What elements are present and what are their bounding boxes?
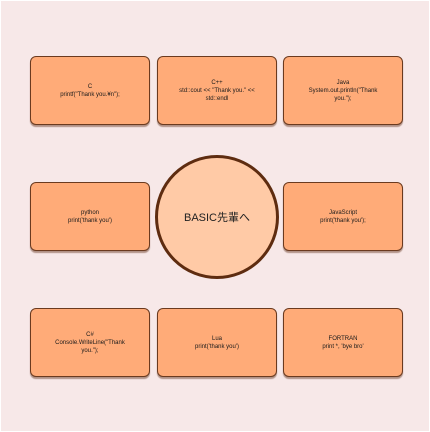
- card-java: Java System.out.println("Thank you.");: [283, 56, 403, 125]
- card-code: print *, 'bye bro': [322, 343, 364, 350]
- card-csharp: C# Console.WriteLine("Thank you.");: [30, 308, 150, 377]
- card-python: python print('thank you'): [30, 182, 150, 251]
- card-c: C printf("Thank you.¥n");: [30, 56, 150, 125]
- card-code: std::cout << "Thank you." << std::endl: [179, 87, 255, 102]
- card-language: C#: [86, 331, 94, 338]
- card-code: printf("Thank you.¥n");: [60, 91, 120, 98]
- card-language: FORTRAN: [328, 335, 358, 342]
- card-language: C++: [211, 79, 223, 86]
- card-javascript: JavaScript print('thank you');: [283, 182, 403, 251]
- card-fortran: FORTRAN print *, 'bye bro': [283, 308, 403, 377]
- card-code: print('thank you'): [68, 217, 112, 224]
- card-language: Java: [336, 79, 350, 86]
- center-circle: BASIC先輩へ: [155, 155, 279, 279]
- card-code: print('thank you');: [320, 217, 366, 224]
- card-cpp: C++ std::cout << "Thank you." << std::en…: [157, 56, 277, 125]
- card-code: Console.WriteLine("Thank you.");: [55, 339, 125, 354]
- card-code: System.out.println("Thank you.");: [308, 87, 378, 102]
- center-label: BASIC先輩へ: [183, 212, 250, 224]
- card-code: print('thank you'): [195, 343, 239, 350]
- card-lua: Lua print('thank you'): [157, 308, 277, 377]
- card-language: Lua: [211, 335, 222, 342]
- card-language: JavaScript: [328, 209, 357, 216]
- card-language: python: [80, 209, 99, 216]
- card-language: C: [87, 83, 93, 90]
